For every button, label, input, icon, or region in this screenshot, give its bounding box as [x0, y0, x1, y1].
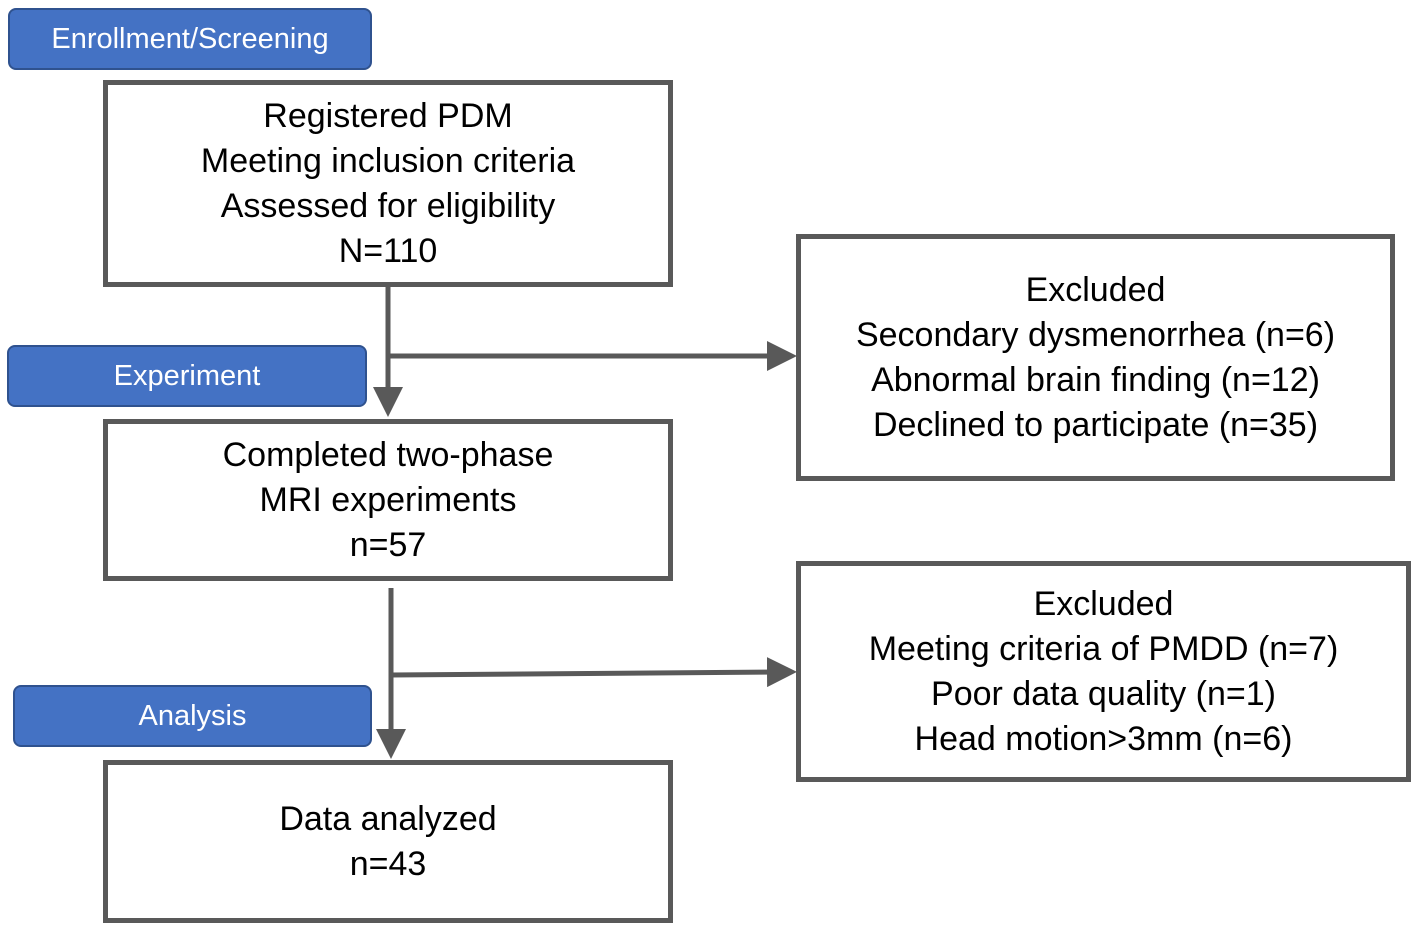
- box-line: Assessed for eligibility: [220, 186, 556, 225]
- box-registered-pdm: Registered PDM Meeting inclusion criteri…: [103, 80, 673, 287]
- box-line: N=110: [338, 231, 438, 270]
- box-line: Excluded: [1033, 584, 1174, 623]
- box-excluded-second: Excluded Meeting criteria of PMDD (n=7) …: [796, 561, 1411, 782]
- box-excluded-first: Excluded Secondary dysmenorrhea (n=6) Ab…: [796, 234, 1395, 481]
- box-line: Excluded: [1025, 270, 1166, 309]
- box-completed-experiments: Completed two-phase MRI experiments n=57: [103, 419, 673, 581]
- stage-label-experiment: Experiment: [7, 345, 367, 407]
- stage-label-analysis: Analysis: [13, 685, 372, 747]
- box-line: n=57: [349, 525, 427, 564]
- box-line: Registered PDM: [263, 96, 513, 135]
- box-line: MRI experiments: [259, 480, 517, 519]
- stage-label-text: Analysis: [138, 699, 247, 732]
- box-line: Completed two-phase: [222, 435, 554, 474]
- box-line: Poor data quality (n=1): [931, 674, 1276, 713]
- stage-label-enrollment: Enrollment/Screening: [8, 8, 372, 70]
- box-line: n=43: [349, 844, 427, 883]
- stage-label-text: Experiment: [113, 359, 261, 392]
- box-line: Data analyzed: [279, 799, 497, 838]
- box-line: Secondary dysmenorrhea (n=6): [855, 315, 1336, 354]
- box-data-analyzed: Data analyzed n=43: [103, 760, 673, 923]
- stage-label-text: Enrollment/Screening: [51, 22, 329, 55]
- arrow-to-excluded-second: [390, 657, 797, 688]
- box-line: Meeting inclusion criteria: [200, 141, 576, 180]
- box-line: Head motion>3mm (n=6): [914, 719, 1293, 758]
- box-line: Declined to participate (n=35): [872, 405, 1319, 444]
- box-line: Meeting criteria of PMDD (n=7): [868, 629, 1339, 668]
- box-line: Abnormal brain finding (n=12): [871, 360, 1320, 399]
